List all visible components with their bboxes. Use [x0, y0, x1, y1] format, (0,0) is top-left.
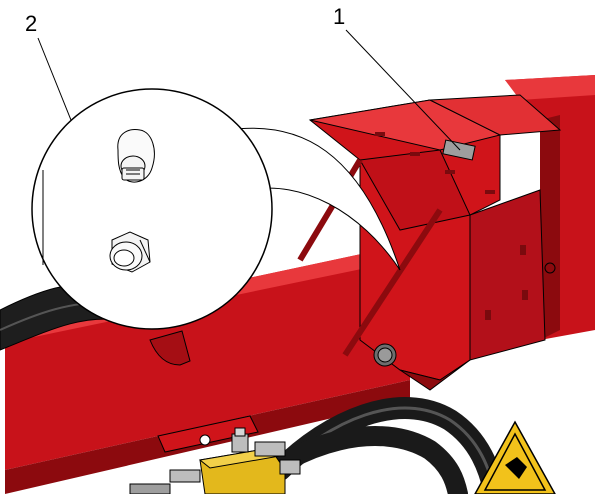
callout-number-1: 1 [333, 4, 346, 29]
crush-hazard-warning-icon [474, 420, 556, 494]
rear-beam [505, 75, 595, 340]
detail-view [31, 88, 273, 330]
valve-block [129, 415, 301, 494]
leader-line-1 [345, 29, 461, 151]
callout-number-2: 2 [25, 11, 38, 36]
detail-wedge [227, 127, 401, 271]
bolt-icon [117, 129, 155, 183]
nut-icon [109, 231, 151, 273]
